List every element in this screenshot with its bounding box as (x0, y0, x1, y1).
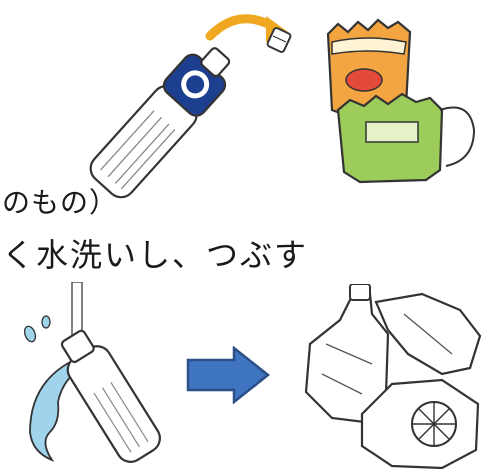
water-stream-icon (23, 282, 161, 463)
rinsing-bottle-icon (60, 329, 161, 463)
torn-label-green-icon (336, 92, 476, 184)
right-arrow-icon (186, 346, 270, 404)
instruction-text-line-2: く水洗いし、つぶす (2, 236, 309, 274)
crushed-bottles-icon (304, 284, 482, 469)
bottle-cap-icon (266, 27, 292, 53)
instruction-text-line-1: のもの） (2, 186, 119, 219)
plastic-bottle-icon (89, 14, 292, 199)
